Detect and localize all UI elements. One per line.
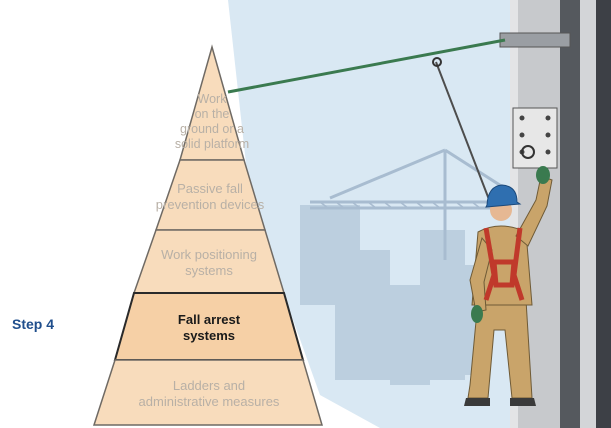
pyramid-level-1-label: Work on the ground or a solid platform xyxy=(174,92,250,151)
worker xyxy=(464,166,553,406)
hierarchy-pyramid xyxy=(92,44,324,426)
pyramid-level-2-label: Passive fall prevention devices xyxy=(155,181,265,212)
lanyard xyxy=(435,61,496,216)
worker-raised-arm xyxy=(515,175,553,247)
pyramid-level-4-label: Fall arrest systems xyxy=(177,312,241,343)
worker-legs xyxy=(467,299,533,399)
worker-boots xyxy=(464,398,536,406)
pyramid-level-3-label: Work positioning systems xyxy=(161,247,257,278)
step-label: Step 4 xyxy=(12,316,55,332)
pyramid-level-5-label: Ladders and administrative measures xyxy=(138,378,280,409)
anchor-plate xyxy=(512,107,558,169)
horizontal-lifeline xyxy=(227,38,506,94)
city-buildings xyxy=(300,205,475,385)
top-bracket xyxy=(499,32,571,48)
pyramid-level-5-shape xyxy=(92,359,324,426)
worker-glove-left xyxy=(471,305,483,323)
worker-glove-right xyxy=(536,166,550,184)
lanyard-hook xyxy=(432,57,442,67)
harness xyxy=(483,227,525,301)
helmet-icon xyxy=(485,184,522,208)
crane-lattice xyxy=(319,201,481,209)
